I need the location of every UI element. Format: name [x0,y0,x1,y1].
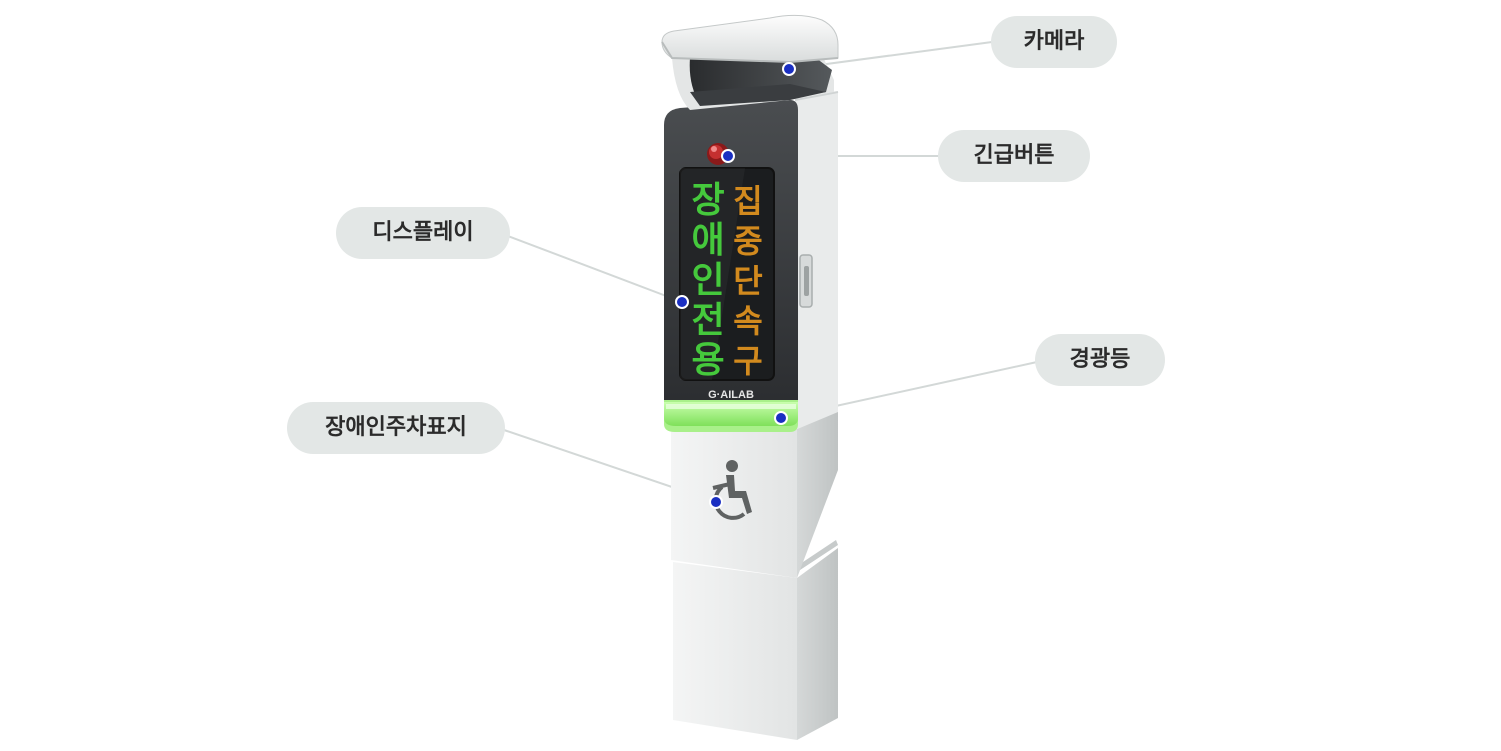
wheelchair-icon [712,460,752,520]
pedestal-middle [671,410,838,578]
pointer-dot-warning [774,411,788,425]
callout-accessible-sign: 장애인주차표지 [287,402,505,454]
pointer-dot-emergency [721,149,735,163]
pointer-dot-camera [782,62,796,76]
callout-display: 디스플레이 [336,207,510,259]
pointer-dot-sign [709,495,723,509]
side-panel [794,91,839,430]
pointer-dots [675,62,796,509]
pointer-dot-display [675,295,689,309]
leader-line-display [507,235,683,303]
callout-camera: 카메라 [991,16,1117,68]
warning-light [664,400,798,432]
callout-warning-light: 경광등 [1035,334,1165,386]
camera [661,14,839,110]
callout-emergency-button: 긴급버튼 [938,130,1090,182]
brand-logo: G·AILAB [708,389,754,401]
